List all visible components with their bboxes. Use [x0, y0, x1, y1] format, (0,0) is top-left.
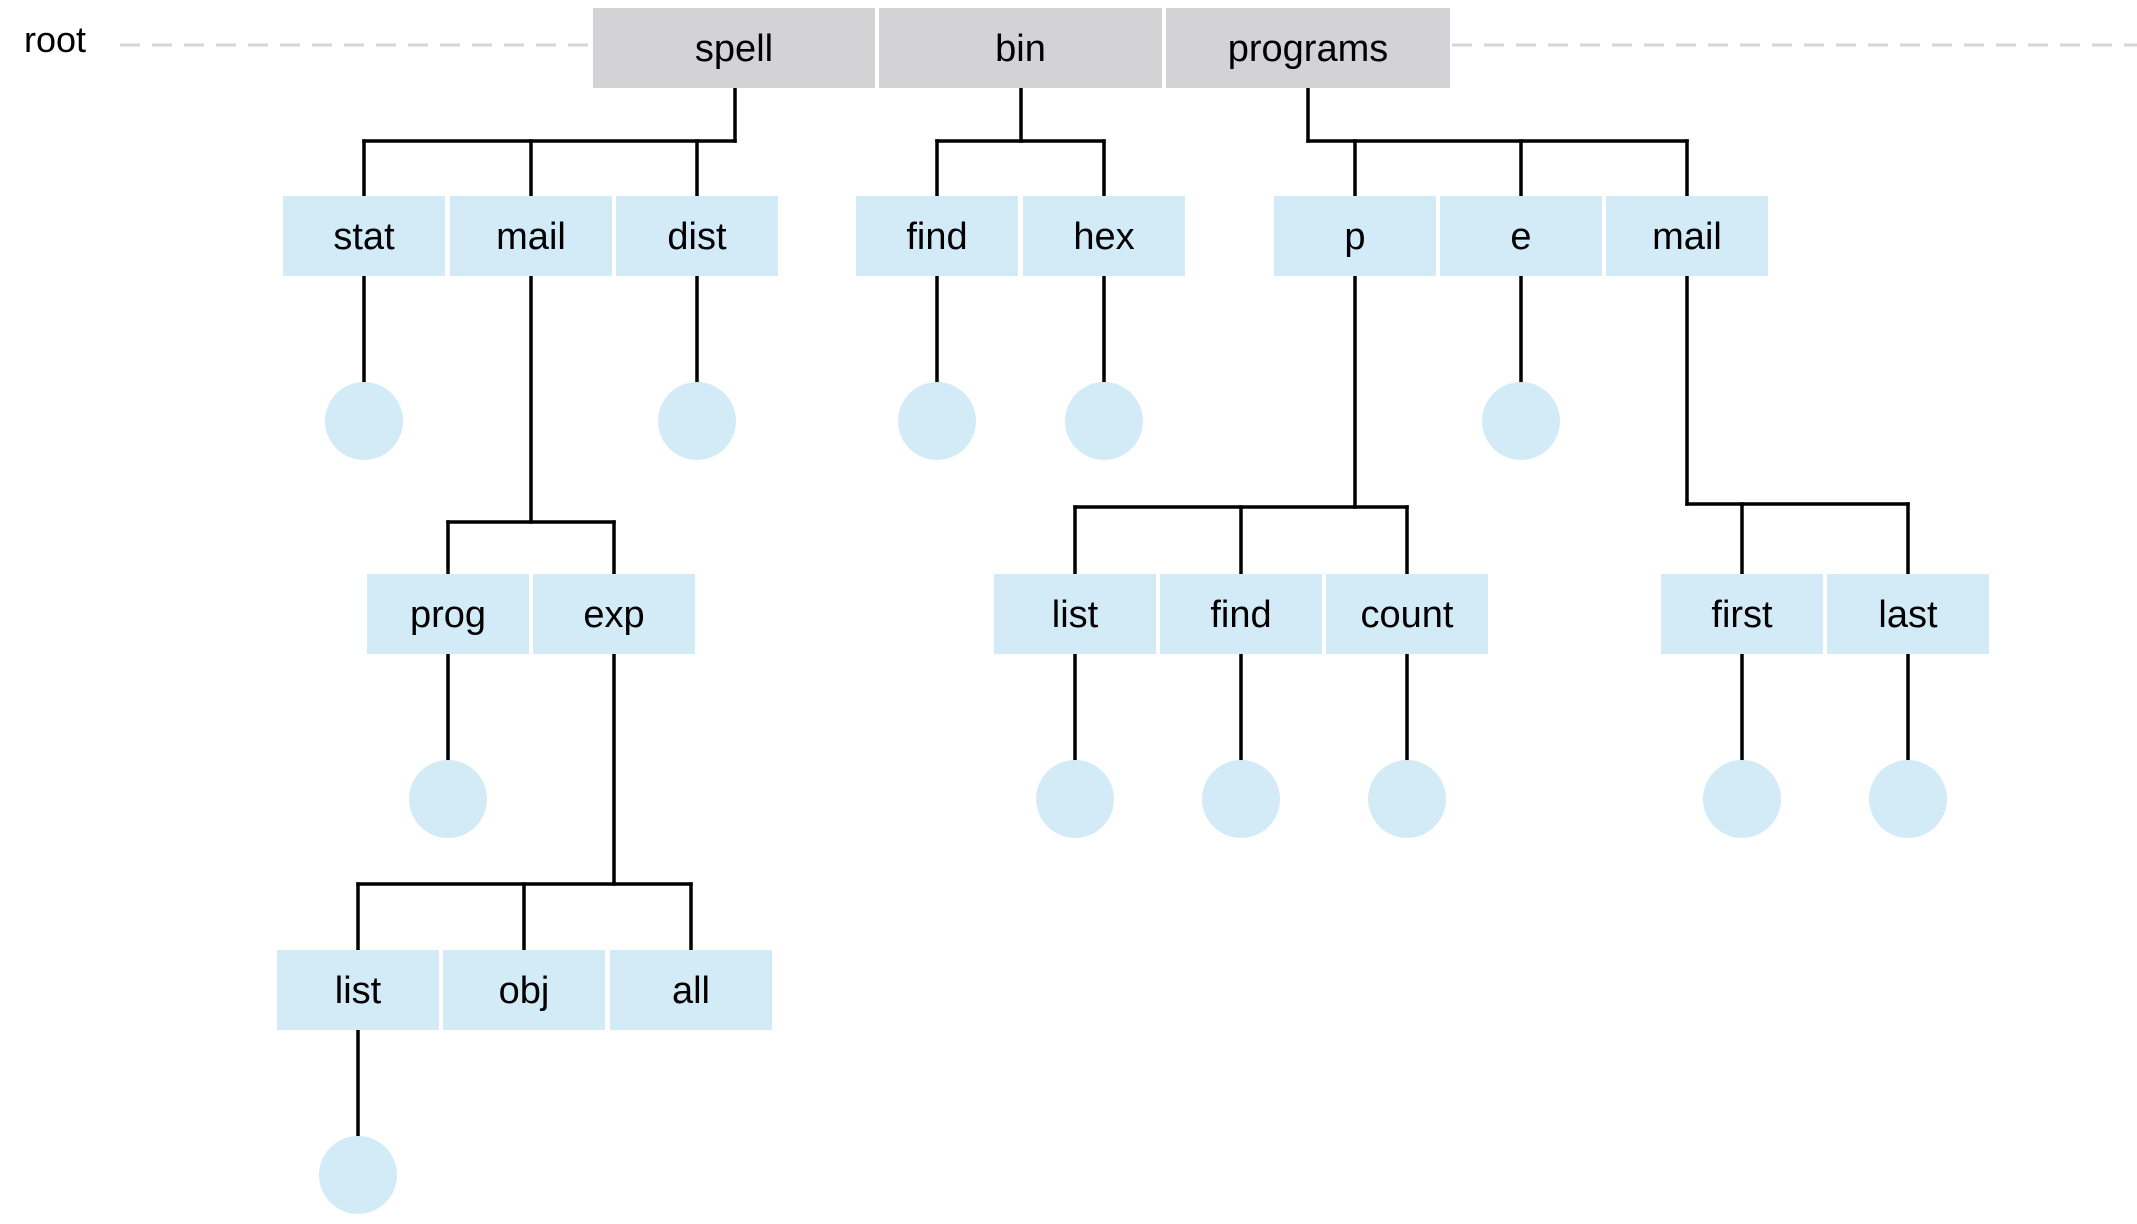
- node-mail-label: mail: [1652, 216, 1722, 258]
- root-label: root: [24, 19, 86, 60]
- node-p-label: p: [1344, 216, 1365, 258]
- leaf-marker: [1869, 760, 1947, 838]
- node-mail-box: [450, 196, 612, 276]
- node-stat-box: [283, 196, 445, 276]
- node-find-box: [1160, 574, 1322, 654]
- node-list-box: [277, 950, 439, 1030]
- node-count: count: [1326, 574, 1488, 654]
- node-find-box: [856, 196, 1018, 276]
- root-key-bin-label: bin: [995, 28, 1046, 70]
- node-last-box: [1827, 574, 1989, 654]
- node-find-label: find: [1210, 594, 1271, 636]
- node-all-box: [610, 950, 772, 1030]
- leaf-marker: [898, 382, 976, 460]
- leaf-marker: [409, 760, 487, 838]
- root-key-programs: programs: [1166, 8, 1450, 88]
- leaf-marker: [1482, 382, 1560, 460]
- node-e-label: e: [1510, 216, 1531, 258]
- root-key-spell-box: [593, 8, 875, 88]
- node-obj-label: obj: [499, 970, 550, 1012]
- root-key-bin-box: [879, 8, 1162, 88]
- leaf-marker: [1202, 760, 1280, 838]
- node-e-box: [1440, 196, 1602, 276]
- node-hex: hex: [1023, 196, 1185, 276]
- node-dist-box: [616, 196, 778, 276]
- tree-edges: [356, 86, 1910, 1138]
- node-p: p: [1274, 196, 1436, 276]
- node-list-label: list: [335, 970, 382, 1012]
- node-e: e: [1440, 196, 1602, 276]
- node-count-box: [1326, 574, 1488, 654]
- node-count-label: count: [1361, 594, 1454, 636]
- node-prog-label: prog: [410, 594, 486, 636]
- root-key-programs-label: programs: [1228, 28, 1389, 70]
- node-find-label: find: [906, 216, 967, 258]
- node-list-label: list: [1052, 594, 1099, 636]
- leaf-marker: [319, 1136, 397, 1214]
- node-exp: exp: [533, 574, 695, 654]
- node-dist: dist: [616, 196, 778, 276]
- root-key-bin: bin: [879, 8, 1162, 88]
- node-obj: obj: [443, 950, 605, 1030]
- root-key-programs-box: [1166, 8, 1450, 88]
- leaf-marker: [325, 382, 403, 460]
- node-prog-box: [367, 574, 529, 654]
- node-exp-box: [533, 574, 695, 654]
- node-list-box: [994, 574, 1156, 654]
- node-stat: stat: [283, 196, 445, 276]
- root-key-spell-label: spell: [695, 28, 773, 70]
- leaf-marker: [658, 382, 736, 460]
- node-dist-label: dist: [667, 216, 727, 258]
- tree-nodes: spell bin programs stat mail prog exp list obj al…: [277, 8, 1989, 1214]
- node-stat-label: stat: [333, 216, 395, 258]
- node-mail: mail: [1606, 196, 1768, 276]
- node-find: find: [1160, 574, 1322, 654]
- leaf-marker: [1368, 760, 1446, 838]
- node-prog: prog: [367, 574, 529, 654]
- node-list: list: [994, 574, 1156, 654]
- leaf-marker: [1065, 382, 1143, 460]
- node-find: find: [856, 196, 1018, 276]
- root-key-spell: spell: [593, 8, 875, 88]
- node-exp-label: exp: [583, 594, 644, 636]
- leaf-marker: [1703, 760, 1781, 838]
- node-last-label: last: [1878, 594, 1938, 636]
- leaf-marker: [1036, 760, 1114, 838]
- node-mail-label: mail: [496, 216, 566, 258]
- node-obj-box: [443, 950, 605, 1030]
- node-mail: mail: [450, 196, 612, 276]
- node-mail-box: [1606, 196, 1768, 276]
- node-hex-box: [1023, 196, 1185, 276]
- node-last: last: [1827, 574, 1989, 654]
- node-first: first: [1661, 574, 1823, 654]
- node-p-box: [1274, 196, 1436, 276]
- node-hex-label: hex: [1073, 216, 1134, 258]
- node-first-box: [1661, 574, 1823, 654]
- node-list: list: [277, 950, 439, 1030]
- node-first-label: first: [1711, 594, 1773, 636]
- node-all-label: all: [672, 970, 710, 1012]
- node-all: all: [610, 950, 772, 1030]
